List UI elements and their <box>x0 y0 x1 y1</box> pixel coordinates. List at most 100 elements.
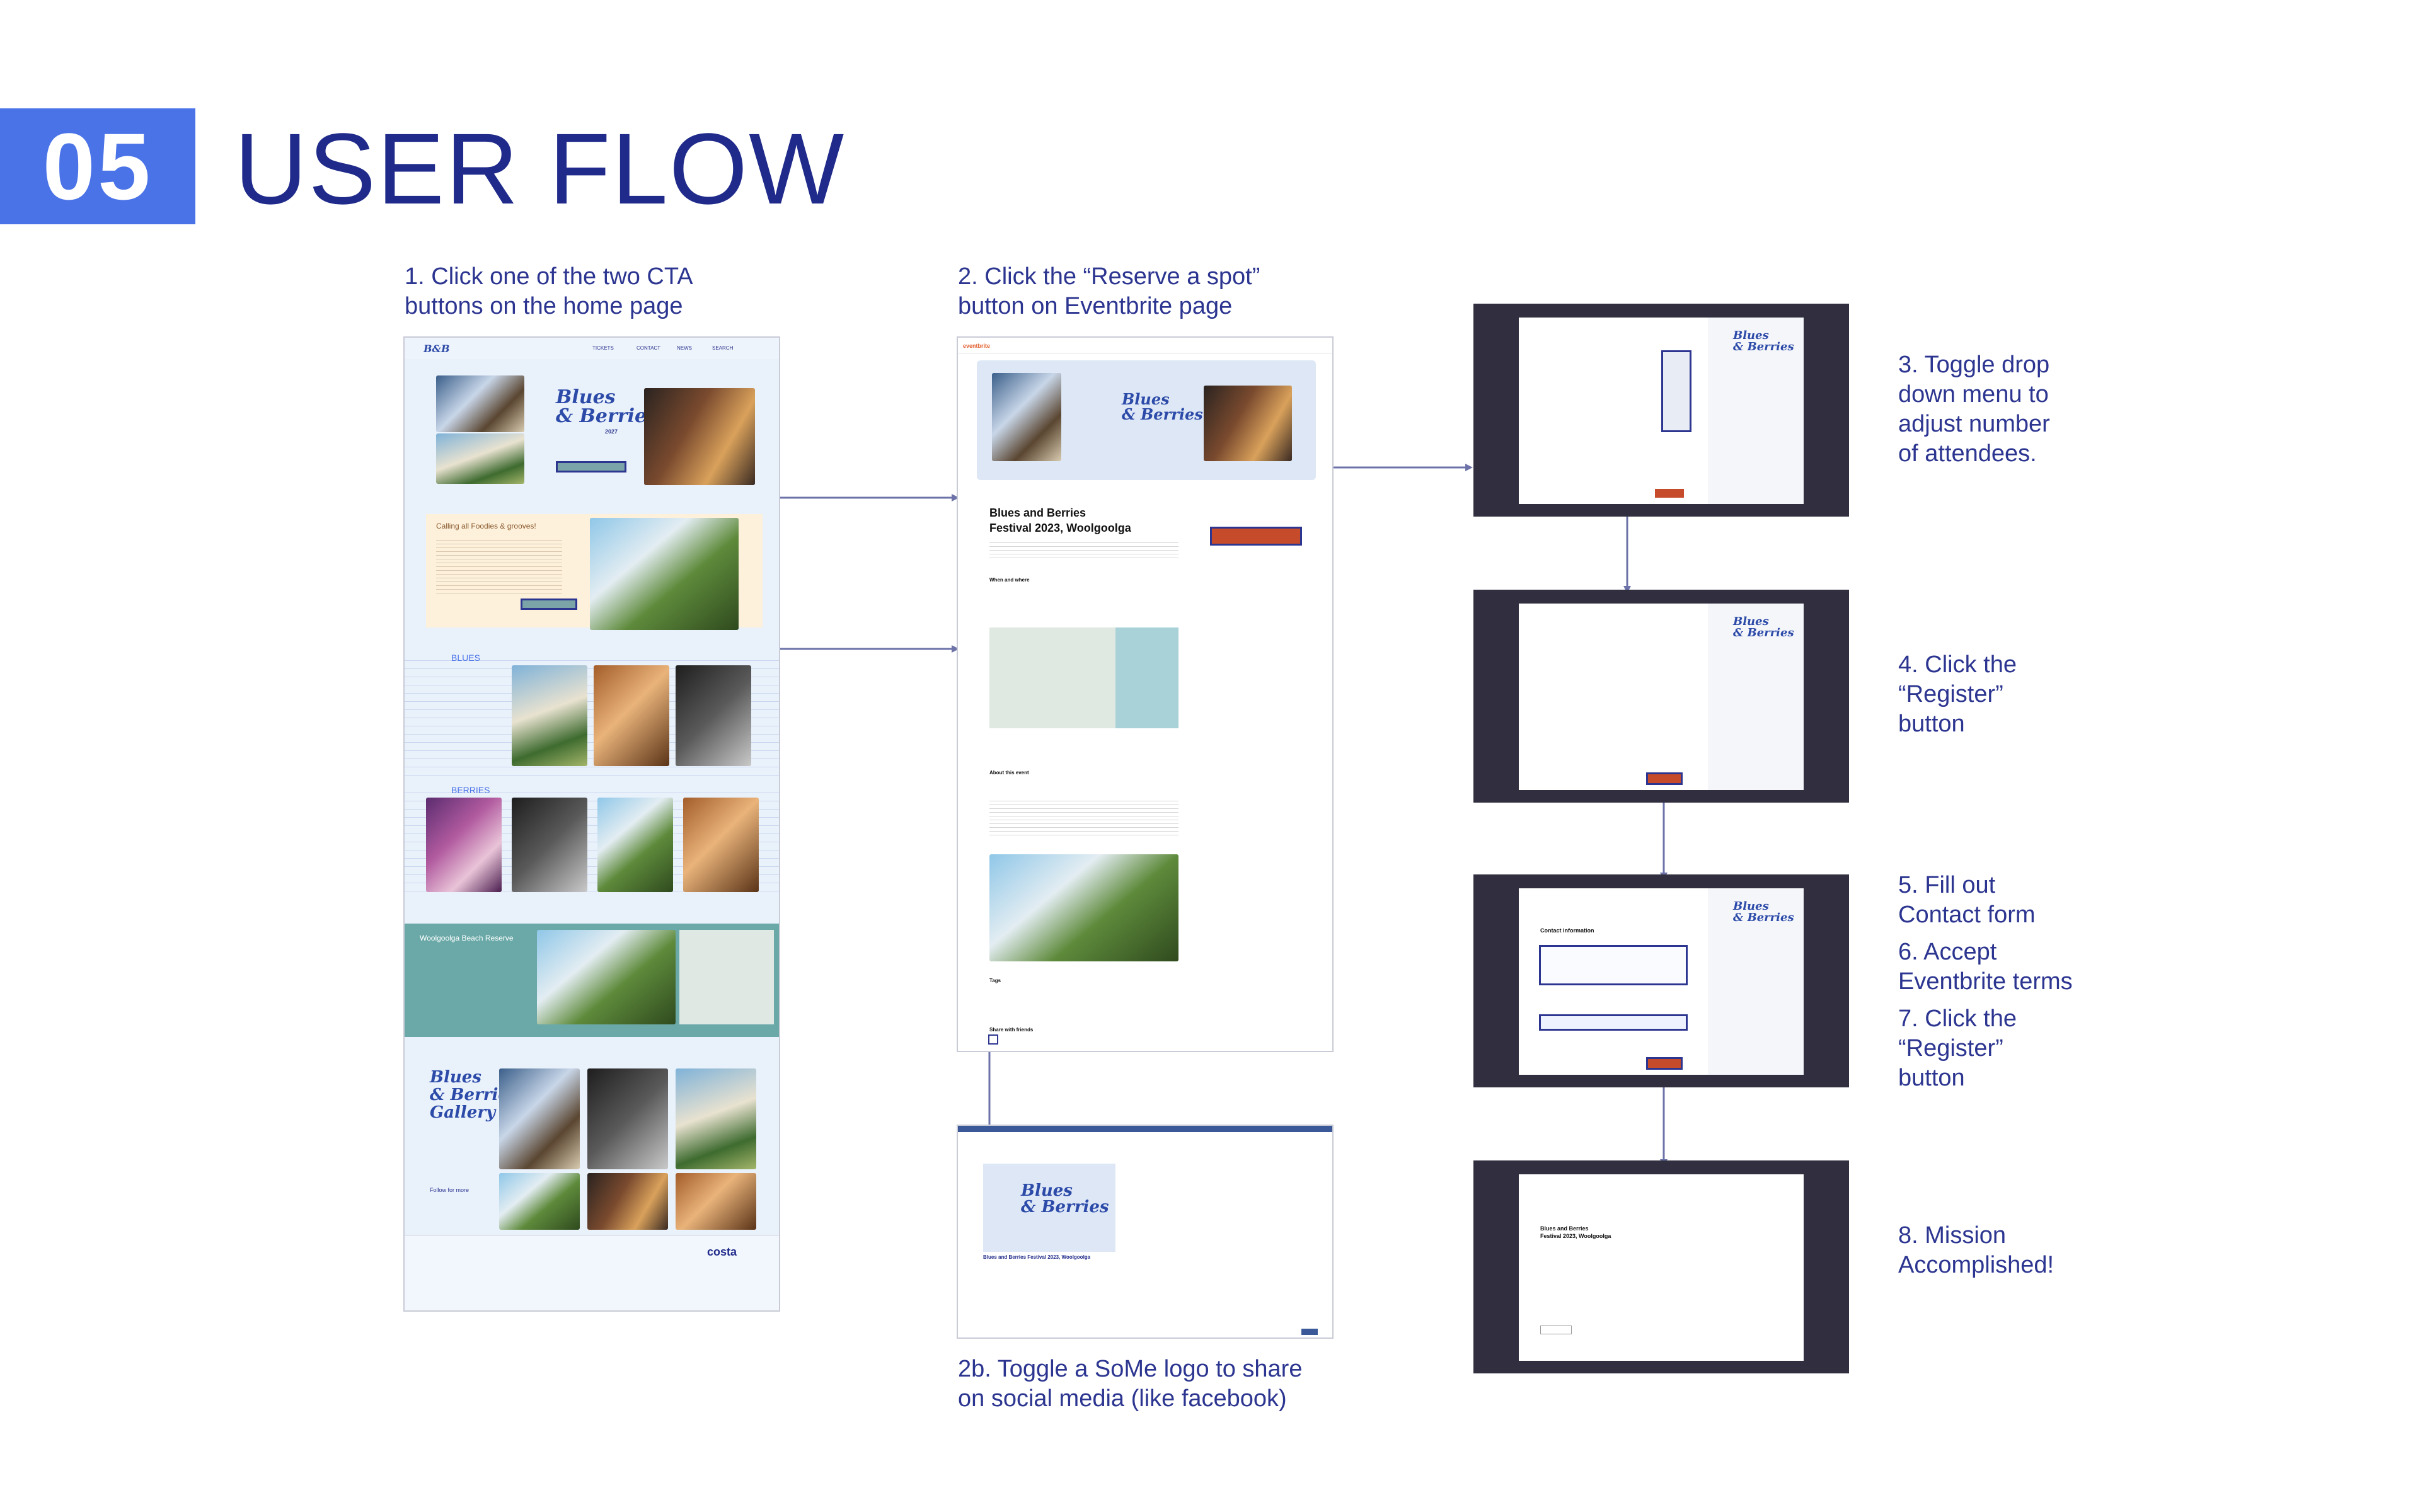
gallery-line3: Gallery <box>430 1103 496 1122</box>
event-title-line1: Blues and Berries <box>989 507 1086 519</box>
hero-photo-crowd <box>436 375 524 432</box>
berries-food-4[interactable] <box>683 798 759 892</box>
hero-photo-food <box>644 388 755 485</box>
beach-heading: Woolgoolga Beach Reserve <box>420 934 514 942</box>
facebook-post-button[interactable] <box>1301 1329 1318 1335</box>
gallery-photo-1[interactable] <box>499 1068 580 1169</box>
summary-brand-3: Blues & Berries <box>1733 330 1794 353</box>
banner-brand-line2: & Berries <box>1122 405 1203 423</box>
attendee-quantity-dropdown[interactable] <box>1661 350 1691 432</box>
blues-artist-3[interactable] <box>676 665 751 766</box>
confirmation-title-line1: Blues and Berries <box>1540 1225 1589 1232</box>
blues-heading: BLUES <box>451 653 480 663</box>
event-description <box>989 539 1178 558</box>
share-brand-line2: & Berries <box>1021 1198 1109 1217</box>
about-heading: About this event <box>989 770 1029 776</box>
contact-form-fields[interactable] <box>1539 945 1688 985</box>
intro-photo <box>590 518 739 630</box>
reserve-spot-button[interactable] <box>1210 527 1302 546</box>
hero-photo-festival <box>436 433 524 484</box>
confirmation-modal: Blues and Berries Festival 2023, Woolgoo… <box>1473 1160 1849 1373</box>
blues-artist-2[interactable] <box>594 665 669 766</box>
summary-brand-3-line1: Blues <box>1733 329 1769 342</box>
step-6-caption: 6. Accept Eventbrite terms <box>1898 939 2073 995</box>
checkout-modal-contact: Blues & Berries Contact information <box>1473 874 1849 1087</box>
register-button-step3[interactable] <box>1655 489 1684 498</box>
gallery-follow: Follow for more <box>430 1187 470 1193</box>
gallery-photo-6[interactable] <box>676 1173 756 1230</box>
eventbrite-page-screenshot: eventbrite Blues & Berries Blues and Ber… <box>957 336 1334 1052</box>
gallery-line1: Blues <box>430 1068 481 1087</box>
intro-heading: Calling all Foodies & grooves! <box>436 522 536 530</box>
eventbrite-logo[interactable]: eventbrite <box>963 343 991 349</box>
step-2-caption: 2. Click the “Reserve a spot” button on … <box>958 263 1260 319</box>
order-summary-panel-5: Blues & Berries <box>1708 888 1804 1075</box>
gallery-photo-3[interactable] <box>676 1068 756 1169</box>
hero-brand: Blues & Berries <box>556 388 657 426</box>
berries-food-1[interactable] <box>426 798 502 892</box>
banner-brand: Blues & Berries <box>1122 392 1203 422</box>
summary-brand-5-line1: Blues <box>1733 900 1769 913</box>
sponsor-costa[interactable]: costa <box>707 1246 737 1258</box>
share-brand: Blues & Berries <box>1021 1183 1109 1215</box>
blues-section: BLUES <box>405 653 779 779</box>
step-7-caption: 7. Click the “Register” button <box>1898 1005 2017 1091</box>
checkout-modal-step3: Blues & Berries <box>1473 304 1849 517</box>
berries-food-2[interactable] <box>512 798 587 892</box>
event-title: Blues and Berries Festival 2023, Woolgoo… <box>989 505 1131 536</box>
share-brand-line1: Blues <box>1021 1181 1073 1200</box>
ticket-selection-card-4: Blues & Berries <box>1519 604 1804 790</box>
hero-brand-line2: & Berries <box>556 405 657 427</box>
share-heading: Share with friends <box>989 1027 1034 1033</box>
intro-section: Calling all Foodies & grooves! <box>426 514 763 630</box>
hero-cta-button[interactable] <box>556 461 626 472</box>
summary-brand-4: Blues & Berries <box>1733 616 1794 639</box>
nav-item-tickets[interactable]: TICKETS <box>592 345 614 351</box>
section-number-badge: 05 <box>0 108 195 224</box>
register-button-step7[interactable] <box>1646 1057 1683 1070</box>
event-title-line2: Festival 2023, Woolgoolga <box>989 522 1131 534</box>
about-body-text <box>989 798 1178 835</box>
view-tickets-button[interactable] <box>1540 1326 1572 1334</box>
summary-brand-4-line1: Blues <box>1733 615 1769 628</box>
when-where-heading: When and where <box>989 577 1030 583</box>
beach-photo <box>537 930 676 1024</box>
contact-heading: Contact information <box>1540 927 1594 934</box>
intro-cta-button[interactable] <box>521 598 577 610</box>
intro-body-text <box>436 537 562 593</box>
berries-food-3[interactable] <box>597 798 673 892</box>
blues-artist-1[interactable] <box>512 665 587 766</box>
banner-photo-2 <box>1204 386 1292 461</box>
confirmation-title-line2: Festival 2023, Woolgoolga <box>1540 1233 1611 1239</box>
beach-section: Woolgoolga Beach Reserve <box>405 924 779 1037</box>
tags-heading: Tags <box>989 978 1001 983</box>
share-preview-image: Blues & Berries <box>983 1164 1115 1252</box>
summary-brand-5-line2: & Berries <box>1733 911 1794 924</box>
nav-item-search[interactable]: SEARCH <box>712 345 734 351</box>
nav-item-contact[interactable]: CONTACT <box>637 345 661 351</box>
eventbrite-terms-checkbox[interactable] <box>1539 1014 1688 1031</box>
step-8-caption: 8. Mission Accomplished! <box>1898 1222 2054 1278</box>
gallery-photo-5[interactable] <box>587 1173 668 1230</box>
share-preview-caption: Blues and Berries Festival 2023, Woolgoo… <box>983 1254 1091 1260</box>
facebook-share-icon[interactable] <box>988 1034 998 1045</box>
step-5-caption: 5. Fill out Contact form <box>1898 872 2036 928</box>
step-1-caption: 1. Click one of the two CTA buttons on t… <box>405 263 693 319</box>
confirmation-event-title: Blues and Berries Festival 2023, Woolgoo… <box>1540 1225 1611 1240</box>
facebook-header-bar <box>958 1126 1332 1132</box>
order-summary-panel: Blues & Berries <box>1708 318 1804 504</box>
step-4-caption: 4. Click the “Register” button <box>1898 651 2017 737</box>
confirmation-card: Blues and Berries Festival 2023, Woolgoo… <box>1519 1174 1804 1361</box>
register-button-step4[interactable] <box>1646 772 1683 785</box>
ticket-selection-card: Blues & Berries <box>1519 318 1804 504</box>
banner-brand-line1: Blues <box>1122 390 1170 408</box>
summary-brand-4-line2: & Berries <box>1733 626 1794 639</box>
gallery-photo-2[interactable] <box>587 1068 668 1169</box>
beach-map[interactable] <box>679 930 774 1024</box>
home-logo[interactable]: B&B <box>424 343 450 355</box>
gallery-photo-4[interactable] <box>499 1173 580 1230</box>
home-page-screenshot: B&B TICKETS CONTACT NEWS SEARCH Blues & … <box>403 336 780 1312</box>
checkout-modal-step4: Blues & Berries <box>1473 590 1849 803</box>
event-map[interactable] <box>989 627 1178 728</box>
nav-item-news[interactable]: NEWS <box>677 345 692 351</box>
